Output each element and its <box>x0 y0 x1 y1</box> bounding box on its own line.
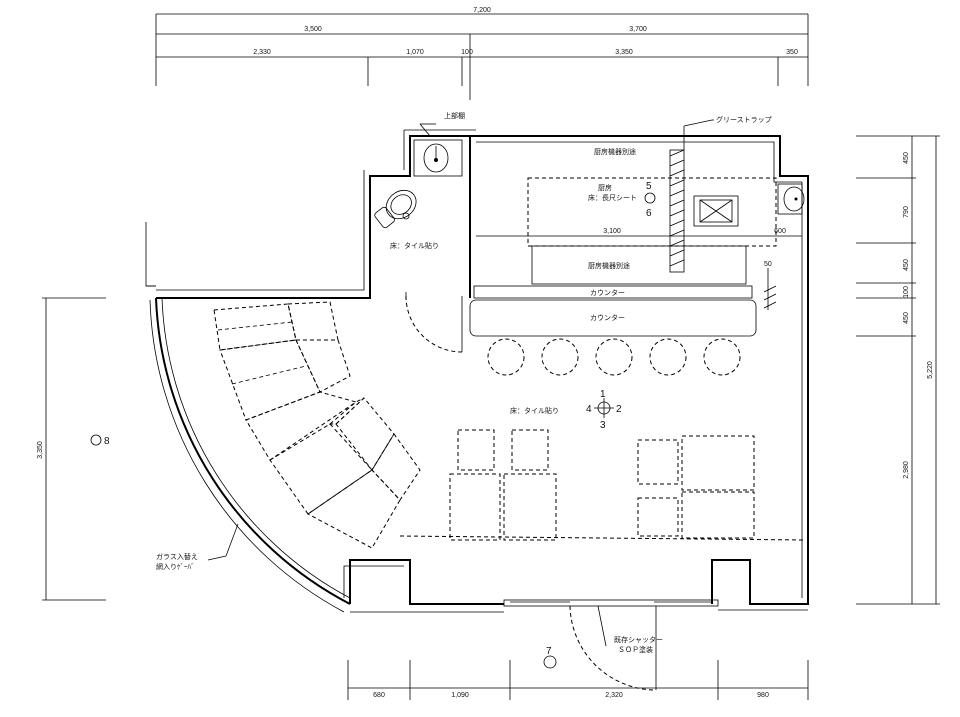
table <box>681 491 755 539</box>
sink-icon <box>423 143 449 173</box>
toilet-icon <box>374 189 417 229</box>
marker-2: 2 <box>616 404 622 415</box>
toilet-room: 上部棚 床：タイル貼り <box>374 111 465 353</box>
exterior-walls <box>145 129 809 613</box>
label-toilet-floor: 床：タイル貼り <box>390 241 439 250</box>
label-kitchen-floor: 床：長尺シート <box>588 193 637 202</box>
dim-top-e: 350 <box>786 49 798 56</box>
dim-right-c: 450 <box>903 259 910 271</box>
kitchen-area: 厨房機器別途 厨房 床：長尺シート 5 6 グリーストラップ <box>476 115 805 310</box>
kitchen-zone <box>527 177 777 247</box>
dim-right-e: 450 <box>903 312 910 324</box>
dim-kitchen-w2: 600 <box>774 228 786 235</box>
dim-bottom-d: 980 <box>757 692 769 699</box>
marker-5-6-circle <box>644 192 656 204</box>
bar-stools <box>487 338 741 376</box>
dim-top-c: 100 <box>461 49 473 56</box>
marker-8-circle <box>90 434 102 446</box>
grease-trap-hatch <box>669 149 685 267</box>
dim-right-f: 2,980 <box>903 461 910 479</box>
label-shutter-1: 既存シャッター <box>614 635 663 644</box>
marker-4: 4 <box>586 404 592 415</box>
kitchen-sink <box>777 183 803 215</box>
right-dimensions: 450 790 450 100 450 2,980 5,220 <box>856 135 940 605</box>
dim-right-total: 5,220 <box>927 361 934 379</box>
marker-8: 8 <box>104 436 110 447</box>
dim-bottom-a: 680 <box>373 692 385 699</box>
stool <box>487 338 525 376</box>
bottom-dimensions: 680 1,090 2,320 980 7 <box>347 646 809 700</box>
view-marker-center: 1 2 3 4 床：タイル貼り <box>510 389 622 431</box>
left-dimension: 3,350 8 <box>37 297 110 601</box>
marker-7-circle <box>543 655 557 669</box>
marker-1: 1 <box>600 389 606 400</box>
counter: カウンター カウンター <box>469 285 757 337</box>
label-grease-trap: グリーストラップ <box>716 115 772 124</box>
tables-chairs <box>449 429 755 541</box>
dim-top-d: 3,350 <box>615 49 633 56</box>
label-counter-top: カウンター <box>590 288 625 297</box>
label-kitchen-equip-top: 厨房機器別途 <box>594 147 636 156</box>
dim-top-right: 3,700 <box>629 26 647 33</box>
chair <box>457 429 495 471</box>
table <box>681 435 755 491</box>
label-kitchen-equip-mid: 厨房機器別途 <box>588 261 630 270</box>
label-hall-floor: 床：タイル貼り <box>510 406 559 415</box>
floor-boundary <box>399 535 805 541</box>
dim-top-total: 7,200 <box>473 7 491 14</box>
stool <box>649 338 687 376</box>
dim-right-d: 100 <box>903 286 910 298</box>
grease-trap-strip <box>669 149 685 273</box>
drain-icon <box>434 158 438 162</box>
sofa-seating <box>213 301 421 549</box>
dim-bottom-b: 1,090 <box>451 692 469 699</box>
chair <box>637 497 679 537</box>
dim-kitchen-w1: 3,100 <box>603 228 621 235</box>
counter-top <box>473 285 753 299</box>
label-kitchen: 厨房 <box>598 183 612 192</box>
dim-top-b: 1,070 <box>406 49 424 56</box>
dim-top-a: 2,330 <box>253 49 271 56</box>
marker-5: 5 <box>646 181 652 192</box>
drain-box <box>693 195 739 227</box>
marker-7: 7 <box>546 646 552 657</box>
sink-counter <box>413 139 463 177</box>
label-glass-1: ガラス入替え <box>156 552 198 561</box>
kitchen-sink-icon <box>783 186 805 212</box>
dim-top-left: 3,500 <box>304 26 322 33</box>
table <box>449 473 501 541</box>
chair <box>637 439 679 485</box>
chair <box>511 429 549 471</box>
dim-small-50: 50 <box>764 261 772 268</box>
stool <box>541 338 579 376</box>
dim-bottom-c: 2,320 <box>605 692 623 699</box>
table <box>503 473 557 541</box>
dim-right-a: 450 <box>903 152 910 164</box>
glass-note: ガラス入替え 網入りｹﾞｰﾊﾞ <box>156 523 239 571</box>
entrance-door: 既存シャッター ＳＯＰ塗装 <box>569 605 663 691</box>
label-shutter-2: ＳＯＰ塗装 <box>618 645 653 654</box>
label-glass-2: 網入りｹﾞｰﾊﾞ <box>156 562 195 571</box>
marker-3: 3 <box>600 420 606 431</box>
label-counter-main: カウンター <box>590 313 625 322</box>
dim-right-b: 790 <box>903 206 910 218</box>
dim-left-height: 3,350 <box>37 441 44 459</box>
stool <box>595 338 633 376</box>
kitchen-equipment-block <box>531 245 747 285</box>
stool <box>703 338 741 376</box>
label-upper-shelf: 上部棚 <box>444 111 465 120</box>
top-dimensions: 7,200 3,500 3,700 2,330 1,070 100 3,350 … <box>155 7 809 100</box>
counter-main <box>469 299 757 337</box>
marker-6: 6 <box>646 208 652 219</box>
